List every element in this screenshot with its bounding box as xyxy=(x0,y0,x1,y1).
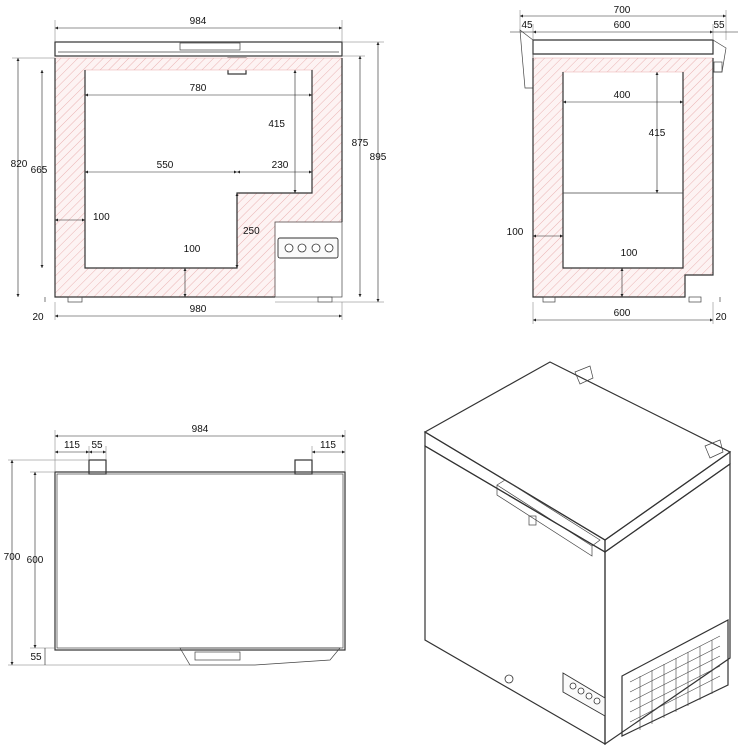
front-handle xyxy=(179,42,241,51)
dim-top-700: 700 xyxy=(4,552,21,563)
iso-handle xyxy=(496,479,601,547)
dim-front-wall-bottom: 100 xyxy=(184,244,201,255)
dim-front-foot: 20 xyxy=(32,312,44,323)
side-foot xyxy=(542,296,556,303)
top-view: 984 115 55 115 700 600 55 xyxy=(4,424,346,666)
front-foot xyxy=(317,296,333,303)
dim-front-820: 820 xyxy=(11,159,28,170)
front-control-knob-icon xyxy=(297,243,307,253)
dim-top-984: 984 xyxy=(192,424,209,435)
iso-body-side xyxy=(604,462,731,746)
dim-front-415: 415 xyxy=(268,119,285,130)
dim-front-875: 875 xyxy=(352,138,369,149)
front-foot xyxy=(67,296,83,303)
front-lid xyxy=(54,41,343,57)
front-control-knob-icon xyxy=(311,243,321,253)
front-control-knob-icon xyxy=(284,243,294,253)
dim-side-wall-side: 100 xyxy=(507,227,524,238)
iso-control-knob-icon xyxy=(585,692,593,700)
dim-top-55: 55 xyxy=(91,440,103,451)
iso-vent-grille xyxy=(621,619,729,737)
iso-lock-icon xyxy=(528,515,537,526)
dim-front-550: 550 xyxy=(157,160,174,171)
dim-front-665: 665 xyxy=(31,165,48,176)
top-handle xyxy=(179,647,341,666)
front-view: 984 780 550 230 415 250 100 100 820 665 xyxy=(11,16,387,323)
side-foot xyxy=(688,296,702,303)
dim-front-895: 895 xyxy=(370,152,387,163)
dim-side-wall-bottom: 100 xyxy=(621,248,638,259)
dim-front-780: 780 xyxy=(190,83,207,94)
dim-side-700: 700 xyxy=(614,5,631,16)
dim-top-115-left: 115 xyxy=(64,440,80,451)
dim-front-980: 980 xyxy=(190,304,207,315)
dim-side-55: 55 xyxy=(713,20,725,31)
iso-lid-side xyxy=(604,450,731,554)
iso-lid-front xyxy=(424,430,606,554)
iso-control-knob-icon xyxy=(593,697,601,705)
side-lid xyxy=(532,39,714,55)
iso-control-knob-icon xyxy=(577,687,585,695)
dim-front-250: 250 xyxy=(243,226,260,237)
dim-top-600: 600 xyxy=(27,555,44,566)
dim-side-415: 415 xyxy=(649,128,666,139)
dim-top-handle: 55 xyxy=(30,652,42,663)
dim-front-230: 230 xyxy=(272,160,289,171)
dim-front-wall-side: 100 xyxy=(93,212,110,223)
front-compressor-compartment xyxy=(274,221,343,298)
front-control-knob-icon xyxy=(324,243,334,253)
front-control-panel xyxy=(277,237,339,259)
top-lid xyxy=(54,471,346,651)
isometric-view xyxy=(423,361,732,746)
dim-side-400: 400 xyxy=(614,90,631,101)
dim-side-45: 45 xyxy=(521,20,533,31)
dim-top-115-right: 115 xyxy=(320,440,336,451)
iso-indicator-icon xyxy=(504,674,514,684)
iso-control-panel xyxy=(562,672,606,717)
dim-side-600-base: 600 xyxy=(614,308,631,319)
dim-front-984: 984 xyxy=(190,16,207,27)
dim-side-foot: 20 xyxy=(715,312,727,323)
iso-lid-top xyxy=(423,361,732,541)
dim-side-600-top: 600 xyxy=(614,20,631,31)
side-lock-icon xyxy=(713,61,723,73)
iso-control-knob-icon xyxy=(569,682,577,690)
side-view: 700 45 600 55 400 415 100 100 600 20 xyxy=(507,5,738,324)
